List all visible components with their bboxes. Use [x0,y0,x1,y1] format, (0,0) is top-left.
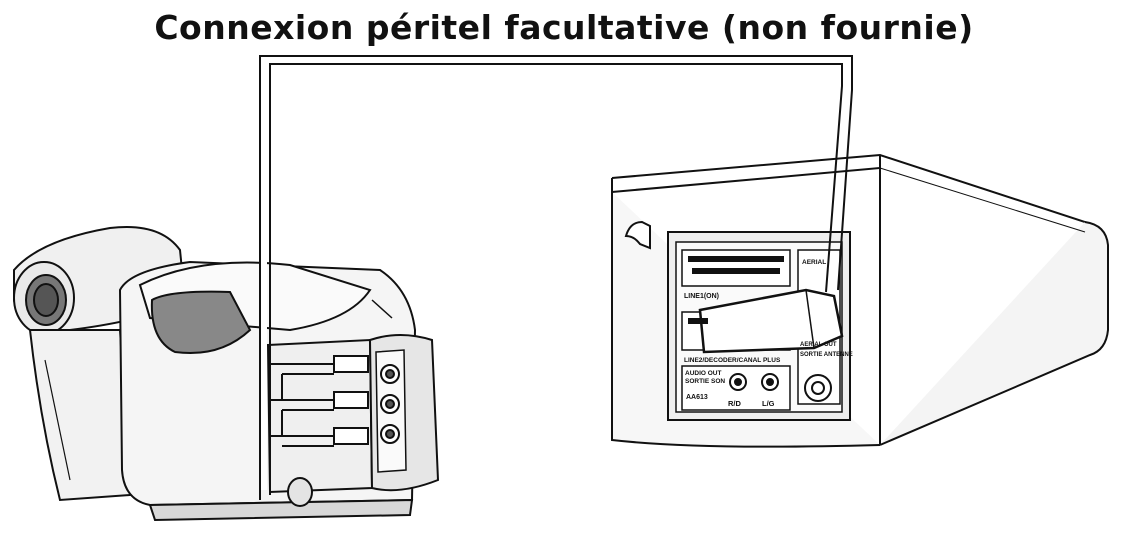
audio-out-fr-label: SORTIE SON [685,378,725,385]
aerial-in-label: AERIAL [802,259,826,266]
camcorder [13,226,440,522]
line1-label: LINE1(ON) [684,293,719,300]
line2-label: LINE2/DECODER/CANAL PLUS [684,357,781,364]
audio-out-label: AUDIO OUT [685,370,722,377]
vcr-panel-labels: LINE1(ON) LINE2/DECODER/CANAL PLUS AUDIO… [684,259,853,408]
aerial-out-label: AERIAL OUT [800,342,837,348]
model-label: AA613 [686,394,708,401]
jack-left-label: L/G [762,399,775,408]
jack-right-label: R/D [728,399,742,408]
scart-pins [688,256,784,324]
aerial-out-fr-label: SORTIE ANTENNE [800,352,853,358]
diagram-title: Connexion péritel facultative (non fourn… [154,8,974,47]
vcr-unit [611,153,1109,448]
av-cables [259,55,853,500]
